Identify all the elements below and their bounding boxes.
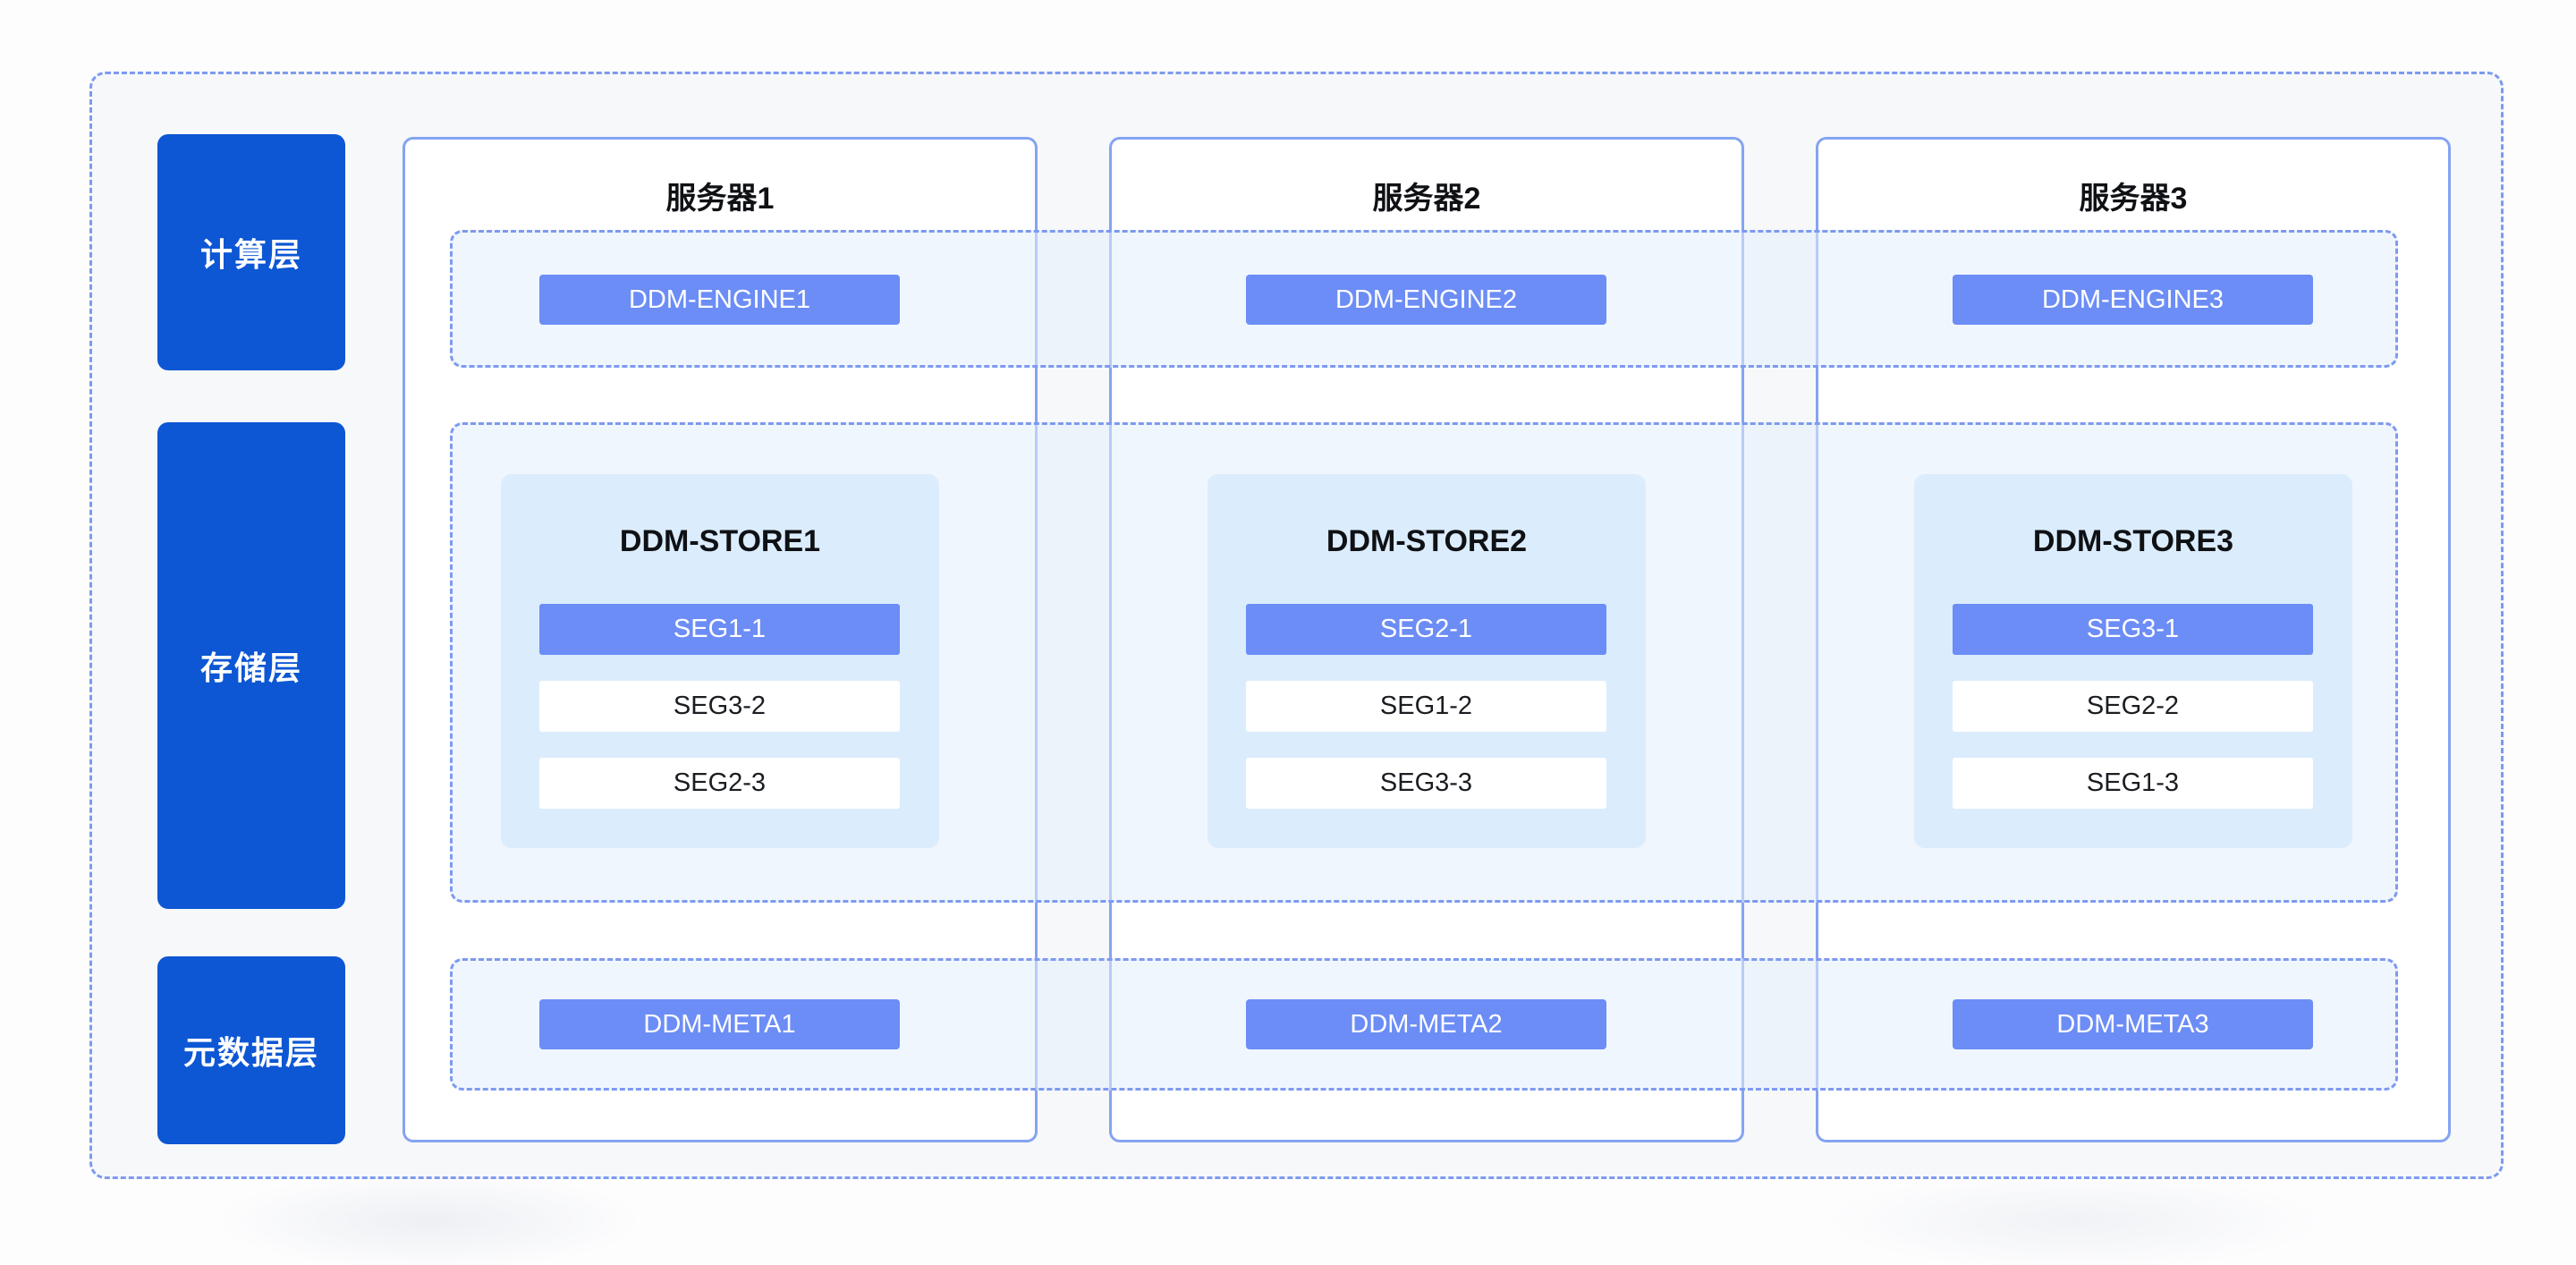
server-title-2: 服务器2 xyxy=(1372,182,1481,216)
node-ddm-engine-2: DDM-ENGINE2 xyxy=(1246,275,1606,325)
layer-label-storage: 存储层 xyxy=(157,422,345,909)
layer-label-compute: 计算层 xyxy=(157,134,345,370)
node-ddm-engine-1: DDM-ENGINE1 xyxy=(539,275,900,325)
segment-row: SEG1-1 xyxy=(539,604,900,655)
store-card-1: DDM-STORE1 SEG1-1 SEG3-2 SEG2-3 xyxy=(501,474,939,848)
store-title-3: DDM-STORE3 xyxy=(2032,524,2234,558)
segment-row: SEG1-2 xyxy=(1246,681,1606,732)
store-card-2: DDM-STORE2 SEG2-1 SEG1-2 SEG3-3 xyxy=(1208,474,1646,848)
segment-row: SEG2-3 xyxy=(539,758,900,809)
segment-row: SEG1-3 xyxy=(1953,758,2313,809)
node-ddm-engine-3: DDM-ENGINE3 xyxy=(1953,275,2313,325)
node-ddm-meta-2: DDM-META2 xyxy=(1246,999,1606,1049)
decor-shadow-right xyxy=(1825,1172,2326,1265)
segment-row: SEG2-1 xyxy=(1246,604,1606,655)
layer-label-metadata-text: 元数据层 xyxy=(182,1034,319,1071)
segment-row: SEG3-1 xyxy=(1953,604,2313,655)
server-title-3: 服务器3 xyxy=(2079,182,2188,216)
segment-row: SEG3-3 xyxy=(1246,758,1606,809)
node-ddm-meta-3: DDM-META3 xyxy=(1953,999,2313,1049)
node-ddm-meta-1: DDM-META1 xyxy=(539,999,900,1049)
layer-label-storage-text: 存储层 xyxy=(199,649,302,686)
server-title-1: 服务器1 xyxy=(665,182,775,216)
segment-row: SEG3-2 xyxy=(539,681,900,732)
segment-row: SEG2-2 xyxy=(1953,681,2313,732)
store-title-2: DDM-STORE2 xyxy=(1326,524,1528,558)
layer-label-compute-text: 计算层 xyxy=(199,236,302,273)
decor-shadow-left xyxy=(215,1172,644,1265)
store-title-1: DDM-STORE1 xyxy=(619,524,821,558)
store-card-3: DDM-STORE3 SEG3-1 SEG2-2 SEG1-3 xyxy=(1914,474,2352,848)
layer-label-metadata: 元数据层 xyxy=(157,956,345,1144)
